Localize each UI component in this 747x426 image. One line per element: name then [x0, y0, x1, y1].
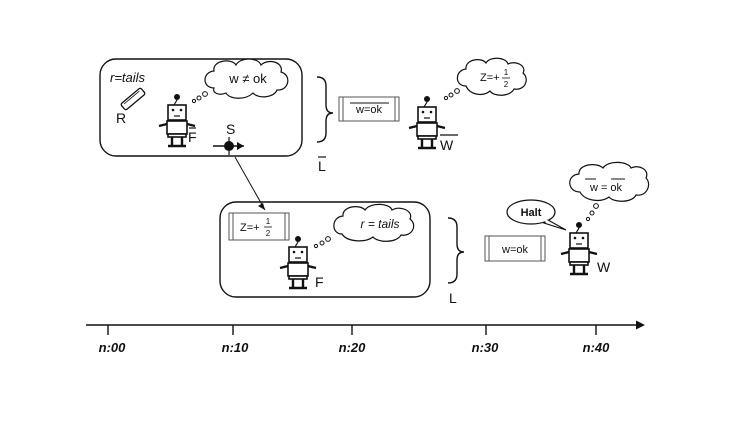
wigner-thought-bubble	[456, 57, 527, 96]
wigner-label: W	[440, 137, 454, 153]
top-lab: r=tails R F w ≠ ok S	[99, 58, 303, 157]
coin-icon	[120, 87, 146, 111]
thought-text: w ≠ ok	[228, 71, 267, 86]
lab-label-bottom: L	[449, 290, 457, 306]
halt-text: Halt	[521, 207, 542, 219]
timeline-arrowhead	[636, 320, 645, 330]
thought-bubble	[204, 58, 289, 99]
bottom-lab-box	[219, 201, 431, 298]
friend-bottom-thought-dots	[313, 236, 331, 249]
timeline-tick-label: n:00	[99, 340, 127, 355]
bottom-brace	[447, 217, 465, 284]
box-state-bottom-text: Z=+	[240, 222, 260, 234]
box-state-top-text: w=ok	[355, 104, 382, 116]
timeline-tick-label: n:20	[339, 340, 367, 355]
wigner-thought-text: Z=+	[480, 72, 500, 84]
wigner-thought-frac-num: 1	[504, 68, 509, 77]
wigner-thought-dots	[443, 88, 460, 101]
wigner-thought-frac-den: 2	[504, 80, 509, 89]
box-state-bottom-frac-num: 1	[266, 217, 271, 226]
timeline-tick-label: n:30	[472, 340, 500, 355]
bottom-lab: Z=+ 1 2 F r = tails	[219, 201, 431, 298]
lab-label-top: L	[318, 158, 326, 174]
wigner-bottom-label: W	[597, 259, 611, 275]
halt-speech-bubble	[506, 199, 567, 231]
friend-bottom-label: F	[315, 274, 324, 290]
friend-label: F	[188, 129, 197, 145]
top-lab-box	[99, 58, 303, 157]
wigner-bottom-thought-bubble	[569, 161, 650, 202]
thought-bubble-dots	[191, 91, 208, 104]
box-state-bottom-frac-den: 2	[266, 229, 271, 238]
bottom-outer-lab: L w=ok W Halt w = ok	[447, 161, 650, 306]
wigner-bottom-thought-text: w = ok	[589, 182, 623, 194]
top-outer-lab: L w=ok W Z=+ 1 2	[316, 57, 527, 174]
spin-label: S	[226, 121, 235, 137]
wigner-bottom-robot-icon	[559, 220, 599, 276]
timeline: n:00 n:10 n:20 n:30 n:40	[86, 320, 645, 355]
box-state-top	[338, 96, 400, 122]
box-state-bottom-outer-text: w=ok	[501, 244, 528, 256]
coin-label: R	[116, 110, 126, 126]
timeline-tick-label: n:10	[222, 340, 250, 355]
friend-bottom-robot-icon	[278, 234, 318, 290]
r-tails-label: r=tails	[110, 70, 146, 85]
box-state-bottom-outer	[484, 235, 546, 262]
timeline-tick-label: n:40	[583, 340, 611, 355]
friend-bottom-thought-text: r = tails	[360, 217, 399, 231]
box-state-bottom	[228, 212, 290, 241]
top-brace	[316, 76, 334, 143]
wigner-bottom-thought-dots	[585, 203, 599, 222]
spin-particle-icon	[213, 137, 244, 155]
friend-bottom-thought-bubble	[333, 203, 415, 242]
transfer-arrow	[234, 156, 266, 211]
